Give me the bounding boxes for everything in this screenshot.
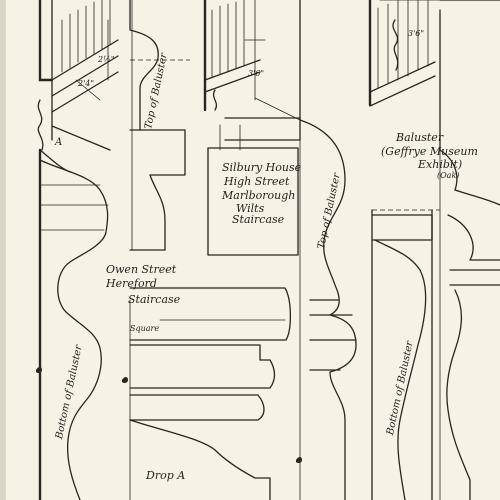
paper-edge xyxy=(0,0,6,500)
label-dimension-2: 3'6" xyxy=(248,69,265,78)
label-dimension-3: 3'6" xyxy=(408,29,425,38)
right-staircase-elevation xyxy=(368,0,441,107)
left-baluster-profile xyxy=(36,148,109,500)
label-section-a: A xyxy=(55,137,63,148)
label-silbury-line2: High Street xyxy=(224,175,290,188)
top-of-baluster-profile-1 xyxy=(129,0,190,251)
label-owen-line2: Hereford xyxy=(106,277,157,290)
label-dimension-1: 2½" xyxy=(98,55,115,64)
bottom-of-baluster-profile-2 xyxy=(371,209,440,500)
label-baluster-line2: (Geffrye Museum xyxy=(381,145,478,158)
left-staircase-elevation xyxy=(37,0,119,151)
label-silbury-staircase: Staircase xyxy=(232,213,285,226)
label-drop-a: Drop A xyxy=(146,469,186,482)
drop-a-profile xyxy=(122,287,302,500)
label-baluster-line1: Baluster xyxy=(396,131,444,144)
geffrye-baluster-profile xyxy=(439,0,500,500)
silbury-label-box xyxy=(207,147,299,256)
middle-staircase-elevation xyxy=(203,0,301,151)
central-baluster-profile xyxy=(299,0,357,500)
label-dimension-4: 2'4" xyxy=(78,79,95,88)
label-baluster-line3: Exhibit) xyxy=(418,158,463,171)
label-square: Square xyxy=(130,324,160,333)
label-silbury-line4: Wilts xyxy=(236,202,265,215)
label-owen-line1: Owen Street xyxy=(106,263,177,276)
label-oak: (Oak) xyxy=(437,171,460,180)
label-silbury-line1: Silbury House xyxy=(222,161,302,174)
label-owen-staircase: Staircase xyxy=(128,293,181,306)
label-silbury-line3: Marlborough xyxy=(222,189,296,202)
